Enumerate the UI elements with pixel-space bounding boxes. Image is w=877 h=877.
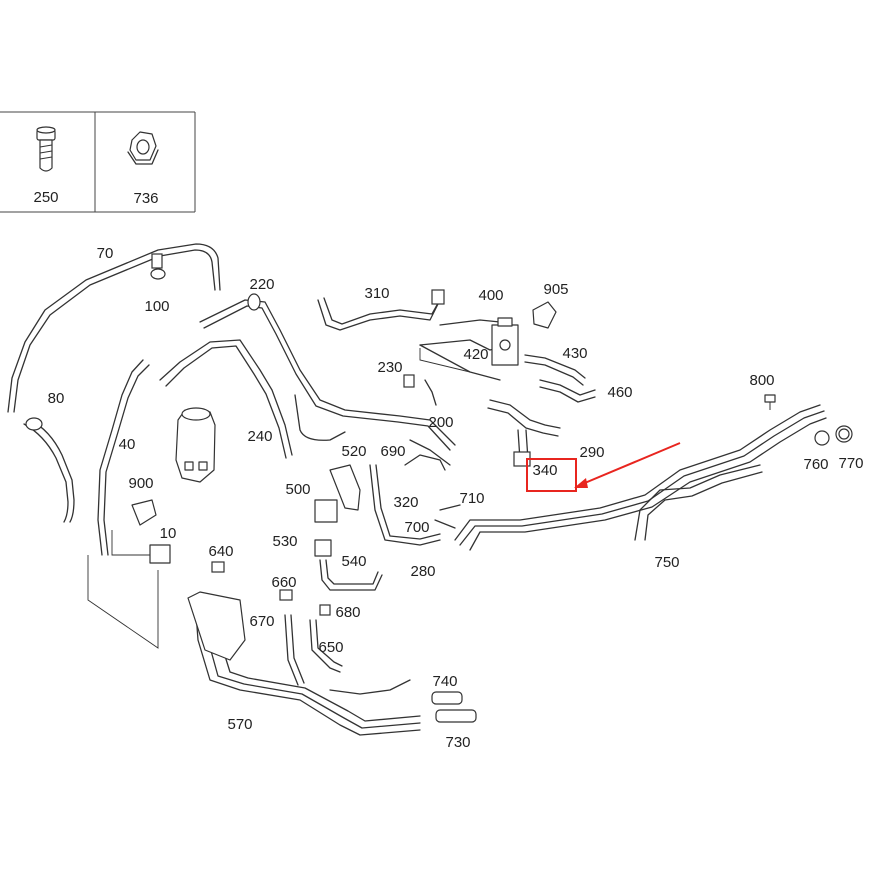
- callout-100: 100: [144, 298, 169, 315]
- callout-310: 310: [364, 285, 389, 302]
- callout-690: 690: [380, 443, 405, 460]
- callout-710: 710: [459, 490, 484, 507]
- callout-660: 660: [271, 574, 296, 591]
- callout-700: 700: [404, 519, 429, 536]
- callout-800: 800: [749, 372, 774, 389]
- bolt-icon: [36, 126, 56, 172]
- callout-70: 70: [97, 245, 114, 262]
- callout-730: 730: [445, 734, 470, 751]
- callout-230: 230: [377, 359, 402, 376]
- callout-770: 770: [838, 455, 863, 472]
- callout-460: 460: [607, 384, 632, 401]
- callout-240: 240: [247, 428, 272, 445]
- legend-number-736: 736: [133, 190, 158, 207]
- coolant-reservoir: [175, 407, 216, 483]
- callout-340: 340: [532, 462, 557, 479]
- highlight-box: [526, 458, 577, 492]
- legend-table: 250 736: [0, 111, 196, 213]
- callout-10: 10: [160, 525, 177, 542]
- callout-500: 500: [285, 481, 310, 498]
- callout-280: 280: [410, 563, 435, 580]
- callout-750: 750: [654, 554, 679, 571]
- callout-320: 320: [393, 494, 418, 511]
- callout-570: 570: [227, 716, 252, 733]
- highlight-marker: [526, 442, 681, 492]
- callout-670: 670: [249, 613, 274, 630]
- nut-icon: [127, 131, 159, 165]
- callout-650: 650: [318, 639, 343, 656]
- valve-block-400: [491, 317, 519, 366]
- arrow-head-icon: [574, 478, 588, 488]
- callout-640: 640: [208, 543, 233, 560]
- callout-905: 905: [543, 281, 568, 298]
- callout-520: 520: [341, 443, 366, 460]
- legend-number-250: 250: [33, 189, 58, 206]
- callout-740: 740: [432, 673, 457, 690]
- callout-80: 80: [48, 390, 65, 407]
- callout-290: 290: [579, 444, 604, 461]
- callout-530: 530: [272, 533, 297, 550]
- callout-400: 400: [478, 287, 503, 304]
- callout-430: 430: [562, 345, 587, 362]
- callout-760: 760: [803, 456, 828, 473]
- callout-40: 40: [119, 436, 136, 453]
- callout-540: 540: [341, 553, 366, 570]
- hose-drawings: [7, 243, 853, 736]
- highlight-arrow: [579, 442, 681, 486]
- callout-420: 420: [463, 346, 488, 363]
- callout-220: 220: [249, 276, 274, 293]
- callout-680: 680: [335, 604, 360, 621]
- callout-200: 200: [428, 414, 453, 431]
- callout-labels: 70 100 220 310 400 905 420 430 460 800 2…: [48, 245, 864, 751]
- callout-900: 900: [128, 475, 153, 492]
